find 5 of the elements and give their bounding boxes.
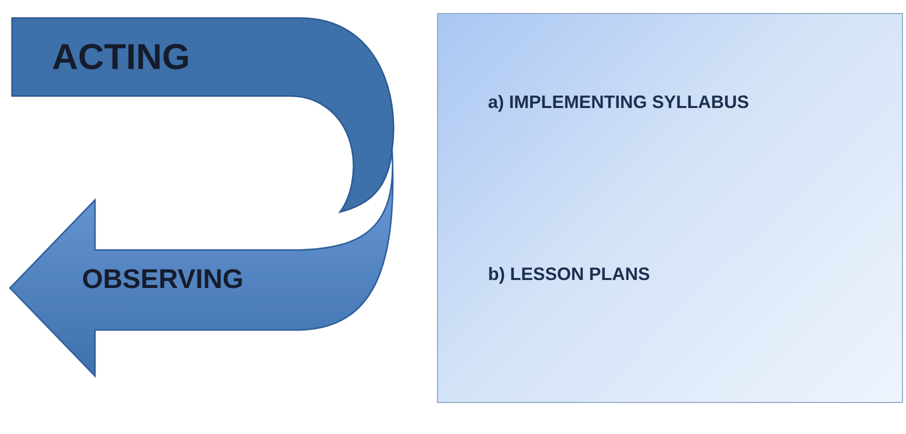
arrow-label: ACTING bbox=[52, 36, 190, 78]
arrow-label: OBSERVING bbox=[82, 264, 244, 295]
list-item: a) IMPLEMENTING SYLLABUS bbox=[488, 91, 750, 114]
content-panel bbox=[437, 13, 903, 403]
list-item: b) LESSON PLANS bbox=[488, 263, 652, 286]
